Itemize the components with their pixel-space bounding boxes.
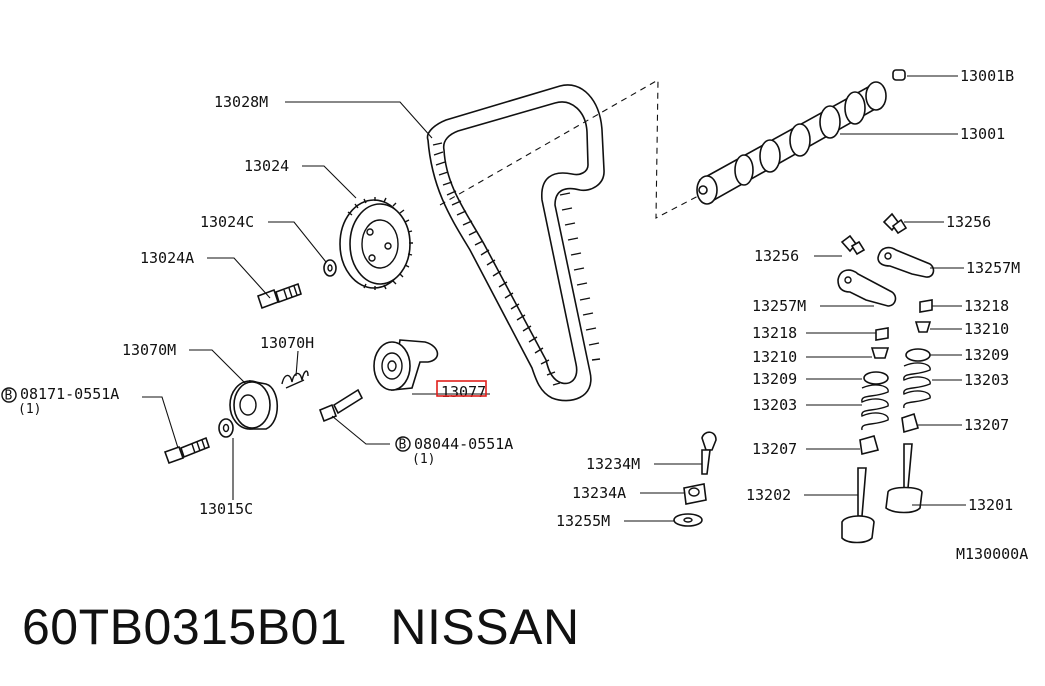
label-13257m-right[interactable]: 13257M	[966, 259, 1020, 277]
valve-spring-left	[861, 384, 889, 431]
camshaft	[696, 81, 887, 205]
label-13202[interactable]: 13202	[746, 486, 791, 504]
label-13077[interactable]: 13077	[441, 383, 486, 401]
footer-code: 60TB0315B01	[22, 599, 348, 655]
part-labels: 13001B 13001 13028M 13024 13024C 13024A …	[1, 67, 1028, 563]
footer-caption: 60TB0315B01 NISSAN	[22, 598, 580, 656]
collet-13218-right	[919, 299, 933, 313]
label-13234m[interactable]: 13234M	[586, 455, 640, 473]
figure-code: M130000A	[956, 545, 1028, 563]
highlight-box-13077	[436, 380, 487, 397]
label-13203-left[interactable]: 13203	[752, 396, 797, 414]
label-13257m-left[interactable]: 13257M	[752, 297, 806, 315]
label-13024c[interactable]: 13024C	[200, 213, 254, 231]
clip-13256-right	[882, 212, 908, 235]
bolt-marker-08044: B	[395, 436, 411, 453]
retainer-13210-left	[870, 347, 890, 359]
label-13255m[interactable]: 13255M	[556, 512, 610, 530]
idler-pulley	[373, 339, 439, 391]
timing-belt	[426, 84, 605, 402]
label-13218-left[interactable]: 13218	[752, 324, 797, 342]
label-13015c[interactable]: 13015C	[199, 500, 253, 518]
bolt-08044	[318, 388, 364, 423]
projection-line	[439, 79, 701, 219]
spring-seat-13209-left	[863, 371, 889, 385]
bolt-marker-letter: B	[399, 438, 407, 453]
label-13210-right[interactable]: 13210	[964, 320, 1009, 338]
valve-seal-left	[859, 435, 879, 455]
retainer-13210-right	[914, 321, 932, 333]
collet-13218-left	[875, 327, 889, 341]
camshaft-sprocket	[339, 197, 413, 290]
label-13234a[interactable]: 13234A	[572, 484, 626, 502]
camshaft-plug	[892, 69, 906, 81]
label-13207-left[interactable]: 13207	[752, 440, 797, 458]
bolt-marker-letter: B	[5, 389, 13, 404]
valve-spring-right	[903, 362, 931, 409]
valve-seal-right	[901, 412, 919, 434]
tensioner-pulley	[229, 380, 278, 430]
washer-13015c	[218, 418, 234, 438]
label-13001b[interactable]: 13001B	[960, 67, 1014, 85]
label-13201[interactable]: 13201	[968, 496, 1013, 514]
label-13028m[interactable]: 13028M	[214, 93, 268, 111]
leader-lines	[142, 75, 966, 522]
label-08171-0551a[interactable]: 08171-0551A	[20, 385, 119, 403]
label-13209-right[interactable]: 13209	[964, 346, 1009, 364]
label-08044-qty: (1)	[412, 452, 435, 467]
bolt-08171	[163, 436, 210, 465]
label-08044-0551a[interactable]: 08044-0551A	[414, 435, 513, 453]
label-13256-left[interactable]: 13256	[754, 247, 799, 265]
label-13209-left[interactable]: 13209	[752, 370, 797, 388]
label-13218-right[interactable]: 13218	[964, 297, 1009, 315]
label-13256-right[interactable]: 13256	[946, 213, 991, 231]
bushing-13234a	[683, 483, 707, 505]
label-08171-qty: (1)	[18, 402, 41, 417]
rocker-arm-left	[837, 269, 897, 307]
clip-13256-left	[840, 234, 866, 256]
label-13203-right[interactable]: 13203	[964, 371, 1009, 389]
label-13001[interactable]: 13001	[960, 125, 1005, 143]
label-13070m[interactable]: 13070M	[122, 341, 176, 359]
footer-brand: NISSAN	[390, 599, 580, 655]
washer-13024c	[323, 259, 337, 277]
intake-valve	[885, 443, 923, 514]
label-13210-left[interactable]: 13210	[752, 348, 797, 366]
gasket-13255m	[673, 513, 703, 527]
rocker-arm-right	[877, 246, 935, 278]
label-13207-right[interactable]: 13207	[964, 416, 1009, 434]
sensor-13234m	[701, 431, 717, 475]
label-13070h[interactable]: 13070H	[260, 334, 314, 352]
exhaust-valve	[841, 467, 875, 544]
spring-13070h	[281, 370, 309, 389]
label-13024[interactable]: 13024	[244, 157, 289, 175]
spring-seat-13209-right	[905, 348, 931, 362]
bolt-13024a	[256, 282, 302, 310]
bolt-marker-08171: B	[1, 387, 17, 404]
label-13024a[interactable]: 13024A	[140, 249, 194, 267]
